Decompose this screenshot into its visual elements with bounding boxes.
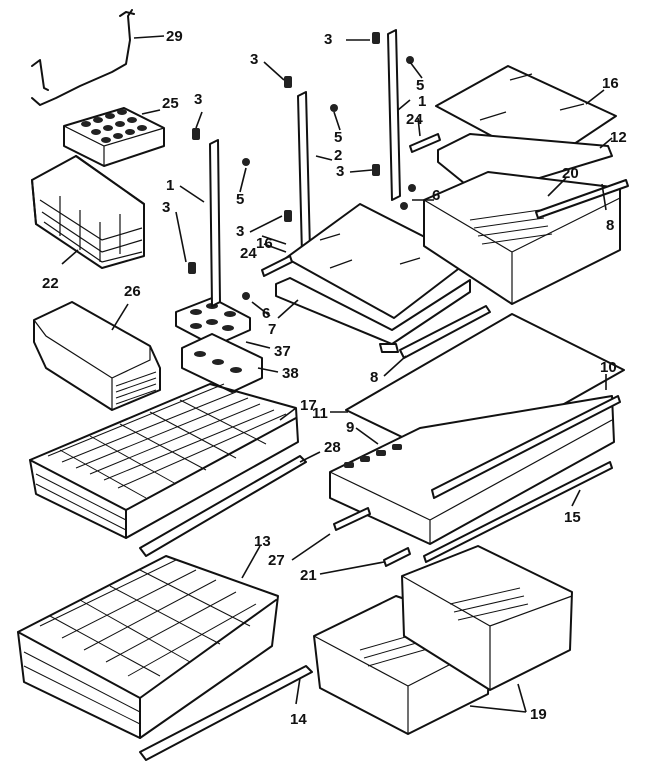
label-15: 15 <box>564 509 581 526</box>
label-17: 17 <box>300 397 317 414</box>
label-8a: 8 <box>370 369 378 386</box>
label-5b: 5 <box>334 129 342 146</box>
label-21: 21 <box>300 567 317 584</box>
large-basket-part <box>17 555 279 739</box>
label-24a: 24 <box>240 245 257 262</box>
wire-bin-part <box>31 155 145 269</box>
label-14: 14 <box>290 711 307 728</box>
label-10: 10 <box>600 359 617 376</box>
part-labels: 29 25 22 26 37 38 17 28 13 27 21 14 19 1… <box>42 28 627 728</box>
label-3d: 3 <box>194 91 202 108</box>
small-rails <box>333 507 411 567</box>
label-24b: 24 <box>406 111 423 128</box>
label-19: 19 <box>530 706 547 723</box>
label-28: 28 <box>324 439 341 456</box>
label-8b: 8 <box>606 217 614 234</box>
label-2: 2 <box>334 147 342 164</box>
label-25: 25 <box>162 95 179 112</box>
crisper-cover-part <box>329 313 625 563</box>
slide-rail-28 <box>139 455 307 557</box>
middle-shelf-part <box>261 203 491 359</box>
label-12: 12 <box>610 129 627 146</box>
door-bin-part <box>33 301 161 411</box>
label-16b: 16 <box>602 75 619 92</box>
label-11: 11 <box>312 405 328 422</box>
label-16a: 16 <box>256 235 273 252</box>
label-5a: 5 <box>236 191 244 208</box>
support-rails <box>188 29 416 307</box>
label-22: 22 <box>42 275 59 292</box>
label-9: 9 <box>346 419 354 436</box>
upper-shelf-part <box>409 65 629 305</box>
label-27: 27 <box>268 552 285 569</box>
label-29: 29 <box>166 28 183 45</box>
label-3e: 3 <box>162 199 170 216</box>
label-5c: 5 <box>416 77 424 94</box>
label-3f: 3 <box>336 163 344 180</box>
label-26: 26 <box>124 283 141 300</box>
label-20: 20 <box>562 165 579 182</box>
label-3b: 3 <box>324 31 332 48</box>
wire-basket-part <box>29 383 299 539</box>
label-1a: 1 <box>166 177 174 194</box>
label-13: 13 <box>254 533 271 550</box>
label-7: 7 <box>268 321 276 338</box>
egg-holder-part <box>175 297 263 393</box>
label-6a: 6 <box>262 305 270 322</box>
leader-lines <box>61 35 613 713</box>
crisper-drawer-part <box>313 545 573 735</box>
label-3a: 3 <box>236 223 244 240</box>
egg-tray-part <box>63 107 165 167</box>
label-6b: 6 <box>432 187 440 204</box>
slide-rail-14 <box>139 665 313 761</box>
label-37: 37 <box>274 343 291 360</box>
label-3c: 3 <box>250 51 258 68</box>
label-1b: 1 <box>418 93 426 110</box>
label-38: 38 <box>282 365 299 382</box>
wire-rod-part <box>31 9 135 106</box>
